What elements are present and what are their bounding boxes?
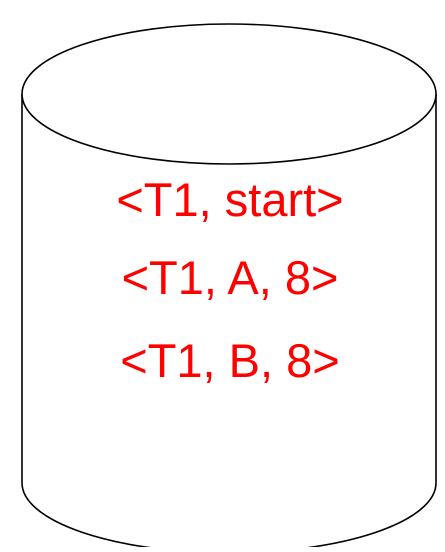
log-entry-b: <T1, B, 8>: [120, 334, 340, 387]
cylinder-body: [21, 94, 437, 552]
log-entry-a: <T1, A, 8>: [121, 251, 339, 304]
cylinder-top: [21, 23, 437, 165]
log-entry-start: <T1, start>: [116, 173, 344, 226]
